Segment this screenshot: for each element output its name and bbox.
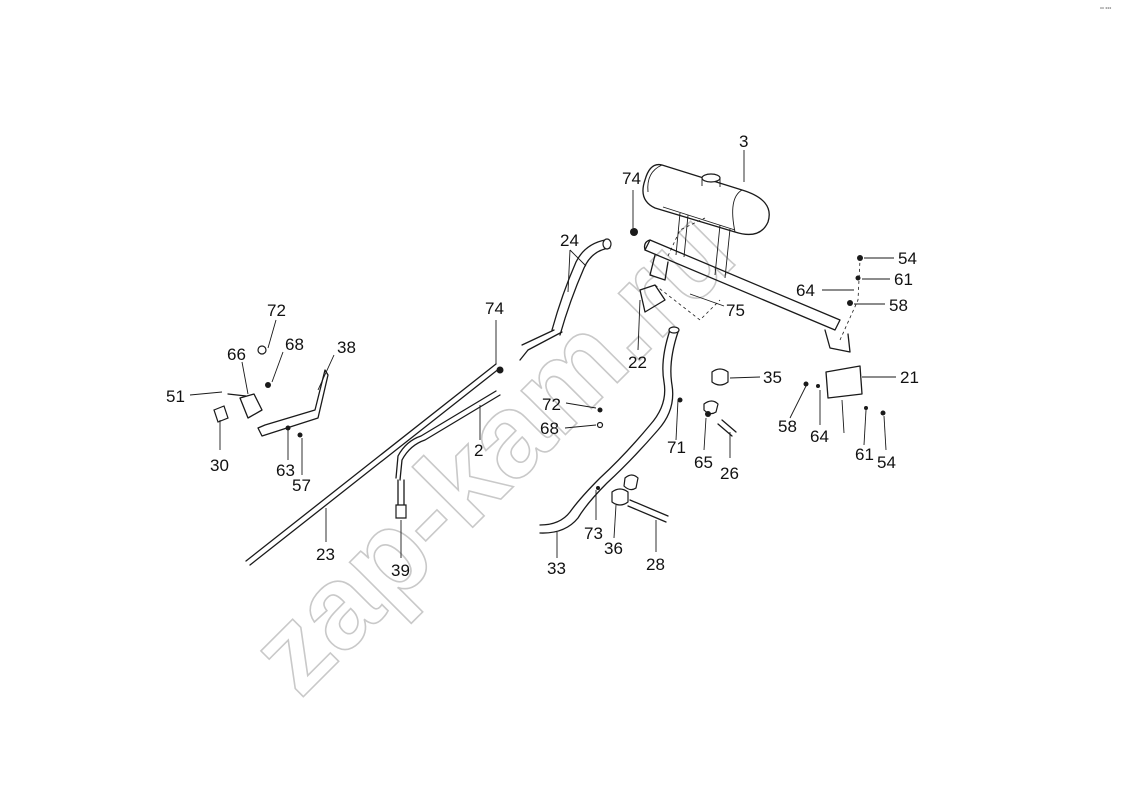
callout-64: 64 xyxy=(796,281,815,300)
callout-21: 21 xyxy=(900,368,919,387)
small-parts-right xyxy=(496,228,886,523)
callout-36: 36 xyxy=(604,539,623,558)
corner-mark: °° °°° xyxy=(1100,7,1111,13)
callout-61: 61 xyxy=(855,445,874,464)
callout-51: 51 xyxy=(166,387,185,406)
callout-75: 75 xyxy=(726,301,745,320)
callout-65: 65 xyxy=(694,453,713,472)
callout-63: 63 xyxy=(276,461,295,480)
callout-23: 23 xyxy=(316,545,335,564)
leader-lines xyxy=(189,150,896,558)
frame-bar xyxy=(639,217,863,399)
callout-2: 2 xyxy=(474,441,483,460)
callout-58: 58 xyxy=(889,296,908,315)
callout-57: 57 xyxy=(292,476,311,495)
callout-3: 3 xyxy=(739,132,748,151)
callout-26: 26 xyxy=(720,464,739,483)
callout-61: 61 xyxy=(894,270,913,289)
bracket-38 xyxy=(213,345,329,438)
callout-72: 72 xyxy=(267,301,286,320)
callout-68: 68 xyxy=(540,419,559,438)
callout-54: 54 xyxy=(877,453,896,472)
callout-71: 71 xyxy=(667,438,686,457)
callout-33: 33 xyxy=(547,559,566,578)
callout-68: 68 xyxy=(285,335,304,354)
callout-74: 74 xyxy=(622,169,641,188)
callout-74: 74 xyxy=(485,299,504,318)
callout-72: 72 xyxy=(542,395,561,414)
callout-28: 28 xyxy=(646,555,665,574)
callout-54: 54 xyxy=(898,249,917,268)
callout-73: 73 xyxy=(584,524,603,543)
fuel-line-23 xyxy=(245,363,501,566)
callout-30: 30 xyxy=(210,456,229,475)
callout-38: 38 xyxy=(337,338,356,357)
hose-33 xyxy=(539,326,680,534)
callout-58: 58 xyxy=(778,417,797,436)
callout-24: 24 xyxy=(560,231,579,250)
fuel-tank xyxy=(642,163,770,279)
callout-22: 22 xyxy=(628,353,647,372)
hose-24 xyxy=(519,238,612,361)
callout-labels: 3 74 24 54 61 64 58 75 74 22 72 66 68 38… xyxy=(166,132,919,580)
callout-39: 39 xyxy=(391,561,410,580)
callout-64: 64 xyxy=(810,427,829,446)
callout-66: 66 xyxy=(227,345,246,364)
callout-35: 35 xyxy=(763,368,782,387)
